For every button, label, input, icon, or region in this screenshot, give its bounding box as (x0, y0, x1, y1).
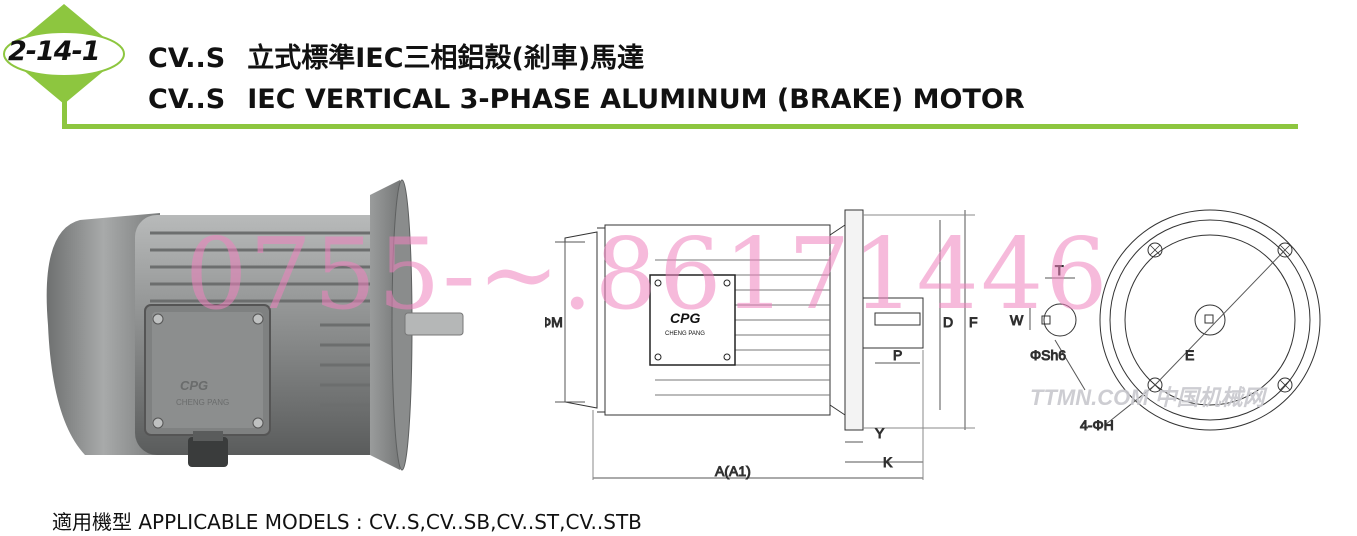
label-T: T (1055, 262, 1064, 278)
section-badge: 2-14-1 (0, 0, 130, 110)
label-W: W (1010, 312, 1024, 328)
title-english: IEC VERTICAL 3-PHASE ALUMINUM (BRAKE) MO… (247, 84, 1025, 115)
label-phiM: ΦM (545, 314, 563, 330)
label-F: F (969, 314, 978, 330)
badge-diamond (3, 4, 125, 104)
title-english-line: CV..S IEC VERTICAL 3-PHASE ALUMINUM (BRAK… (148, 84, 1025, 115)
label-E: E (1185, 347, 1194, 363)
photo-brand-sub: CHENG PANG (176, 398, 229, 407)
section-number: 2-14-1 (8, 36, 101, 67)
dimension-drawing: CPG CHENG PANG (540, 180, 1345, 480)
accent-rule (62, 124, 1298, 129)
label-D: D (943, 314, 953, 330)
accent-rule-vertical (62, 95, 67, 129)
title-chinese: 立式標準IEC三相鋁殼(剎車)馬達 (247, 43, 645, 74)
drawing-brand: CPG (670, 310, 700, 326)
label-Y: Y (875, 425, 885, 441)
title-chinese-line: CV..S 立式標準IEC三相鋁殼(剎車)馬達 (148, 36, 644, 75)
watermark-site: TTMN.COM 中国机械网 (1030, 385, 1265, 410)
label-A: A(A1) (715, 463, 751, 479)
watermark-phone: 0755-~.86171446 (185, 218, 1110, 332)
model-code: CV..S (148, 43, 226, 74)
photo-brand: CPG (180, 378, 208, 393)
label-phiSh6: ΦSh6 (1030, 347, 1066, 363)
label-H: 4-ΦH (1080, 417, 1114, 433)
motor-photo: CPG CHENG PANG (40, 175, 480, 475)
model-code: CV..S (148, 84, 226, 115)
label-K: K (883, 454, 893, 470)
label-P: P (893, 347, 902, 363)
applicable-models: 適用機型 APPLICABLE MODELS : CV..S,CV..SB,CV… (52, 510, 642, 534)
drawing-brand-sub: CHENG PANG (665, 331, 705, 337)
